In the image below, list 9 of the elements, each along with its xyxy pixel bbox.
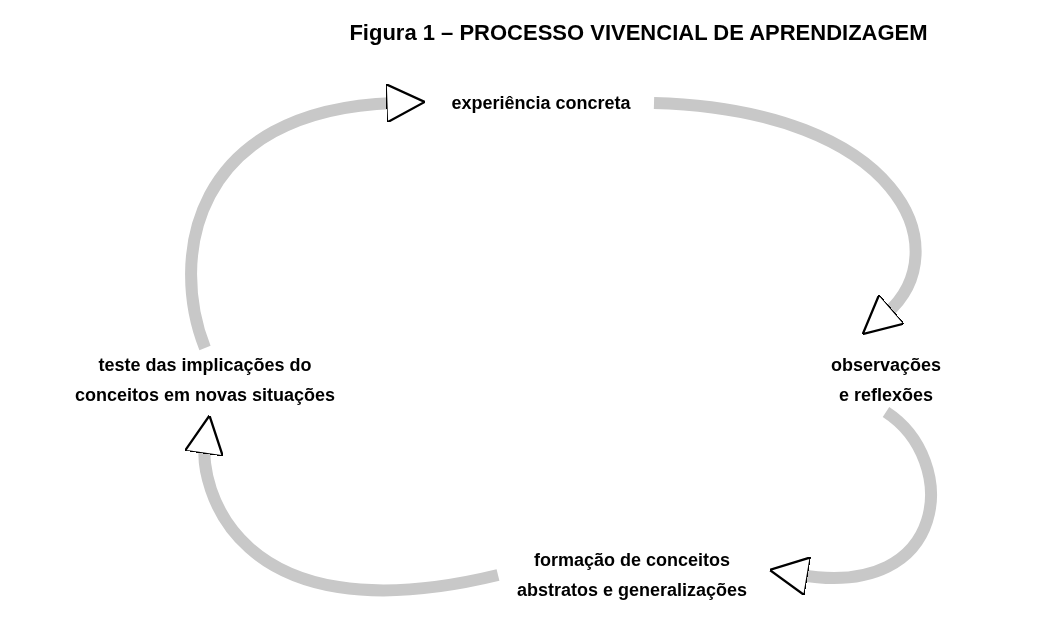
curved-arrow: [184, 414, 500, 597]
curved-arrow: [768, 407, 937, 596]
node-label: experiência concreta: [450, 92, 632, 115]
diagram-title: Figura 1 – PROCESSO VIVENCIAL DE APRENDIZAGEM: [348, 20, 929, 46]
curved-arrow: [653, 97, 922, 338]
curved-arrow: [185, 83, 426, 350]
node-label: observações e reflexões: [829, 354, 943, 407]
node-label: teste das implicações do conceitos em novas situações: [73, 354, 337, 407]
node-label: formação de conceitos abstratos e generalizações: [515, 549, 749, 602]
